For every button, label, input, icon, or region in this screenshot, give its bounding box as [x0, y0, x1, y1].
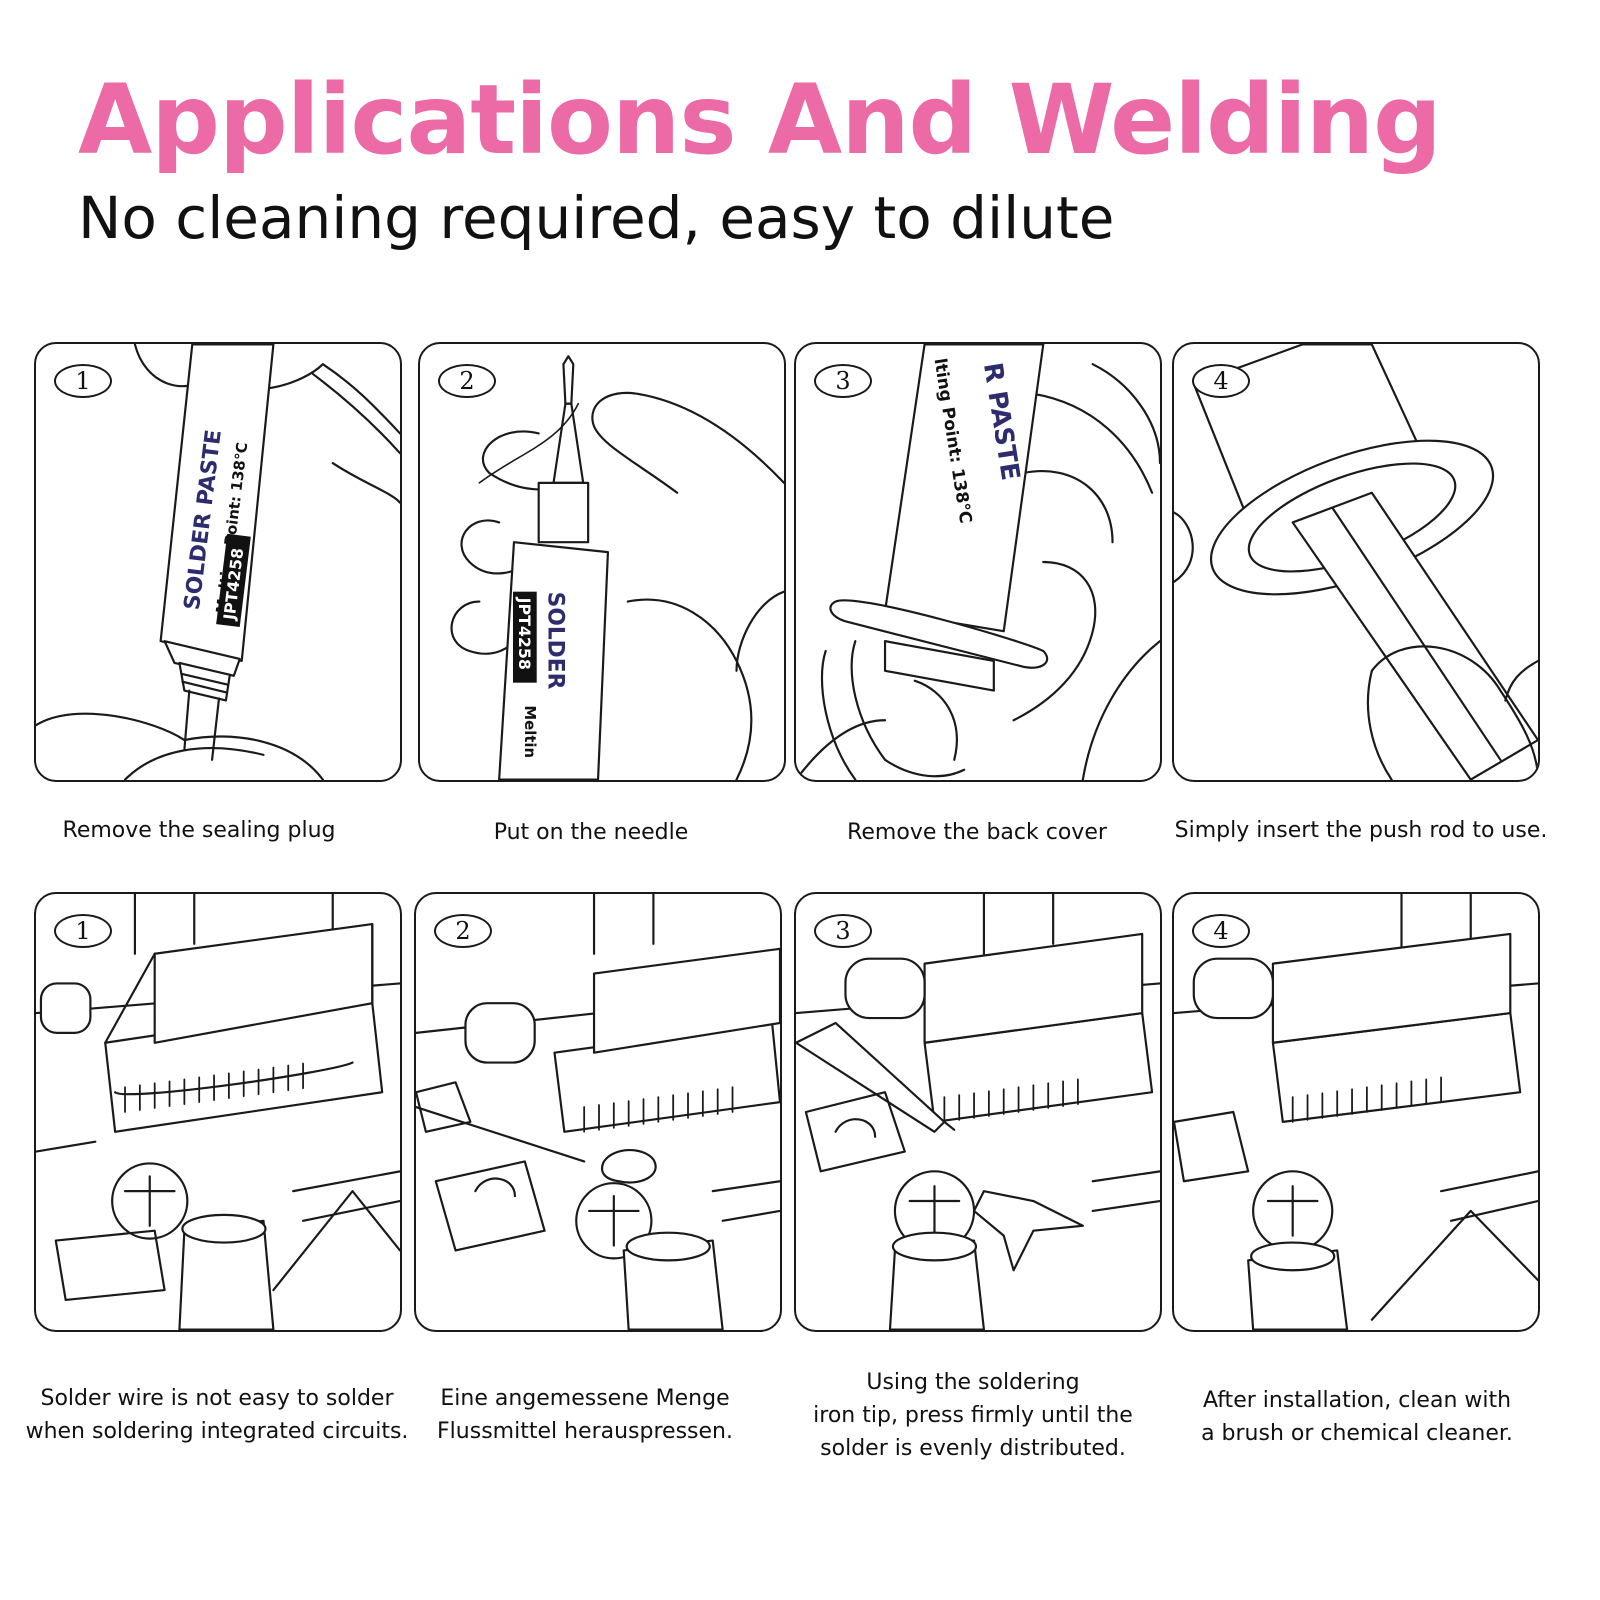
caption-step-1-bottom: Solder wire is not easy to solder when s… [25, 1386, 409, 1444]
caption-step-1-top: Remove the sealing plug [62, 818, 336, 843]
step-number-badge: 1 [54, 364, 112, 398]
illustration-remove-sealing-plug: 1 SOLDER PASTE Melting Point: 138℃ JPT42… [34, 342, 402, 782]
illustration-ic-soldering-step-3: 3 [794, 892, 1162, 1332]
caption-step-3-top: Remove the back cover [847, 820, 1107, 845]
tube-hand-illustration: SOLDER PASTE Melting Point: 138℃ JPT4258 [36, 344, 400, 780]
step-number-badge: 4 [1192, 914, 1250, 948]
step-number-badge: 4 [1192, 364, 1250, 398]
page-title: Applications And Welding [78, 64, 1442, 176]
illustration-insert-push-rod: 4 [1172, 342, 1540, 782]
svg-text:SOLDER: SOLDER [543, 592, 568, 690]
caption-step-2-top: Put on the needle [493, 820, 689, 845]
caption-step-4-top: Simply insert the push rod to use. [1174, 818, 1548, 843]
svg-text:JPT4258: JPT4258 [515, 597, 534, 670]
step-number-badge: 3 [814, 364, 872, 398]
svg-text:Meltin: Meltin [521, 705, 538, 758]
illustration-put-on-needle: 2 SOLDER JPT4258 Meltin [418, 342, 786, 782]
illustration-remove-back-cover: 3 R PASTE lting Point: 138℃ [794, 342, 1162, 782]
step-number-badge: 2 [434, 914, 492, 948]
step-number-badge: 3 [814, 914, 872, 948]
step-number-badge: 2 [438, 364, 496, 398]
illustration-ic-soldering-step-1: 1 [34, 892, 402, 1332]
step-number-badge: 1 [54, 914, 112, 948]
page-subtitle: No cleaning required, easy to dilute [78, 184, 1115, 252]
illustration-ic-soldering-step-2: 2 [414, 892, 782, 1332]
caption-step-4-bottom: After installation, clean with a brush o… [1201, 1388, 1513, 1446]
caption-step-2-bottom: Eine angemessene Menge Flussmittel herau… [437, 1386, 733, 1444]
caption-step-3-bottom: Using the soldering iron tip, press firm… [813, 1370, 1133, 1461]
illustration-ic-soldering-step-4: 4 [1172, 892, 1540, 1332]
